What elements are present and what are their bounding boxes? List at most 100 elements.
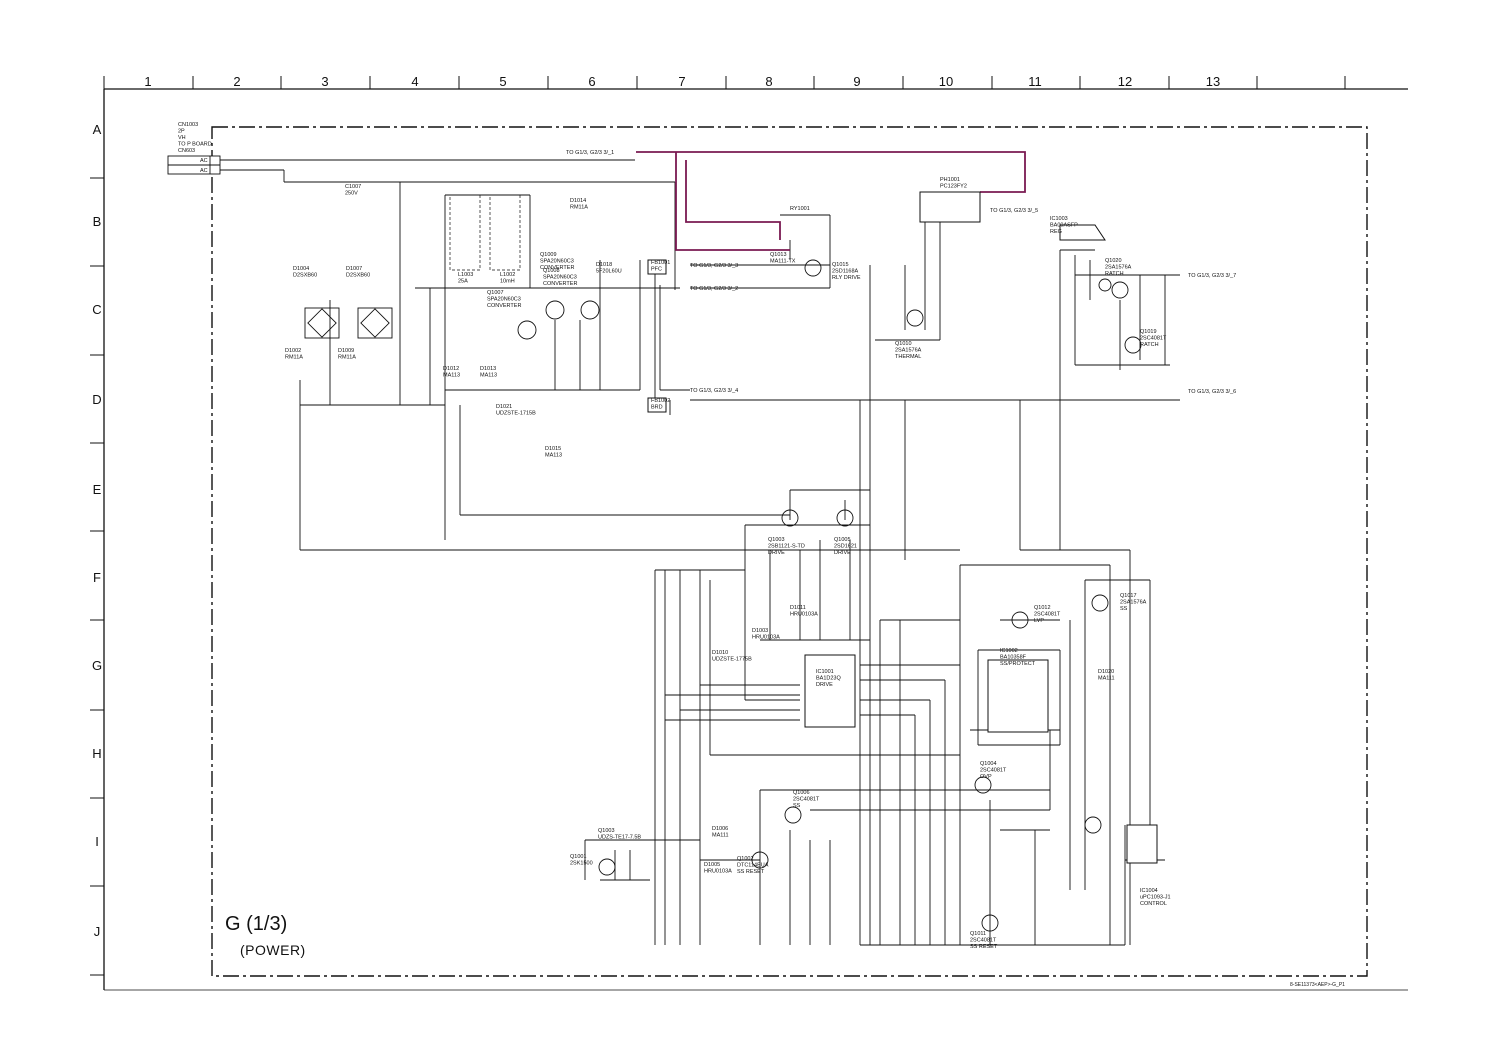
component-label-line: SS [793,803,801,809]
component-label-line: Q1010 [895,341,912,347]
grid-column-label: 8 [765,74,772,89]
grid-column-label: 12 [1118,74,1132,89]
component-label-line: Q1015 [832,262,849,268]
port-label: TO G1/3, G2/3 3/_2 [690,286,738,292]
component-label-line: Q1012 [1034,605,1051,611]
component-label-line: AC [200,158,208,164]
component-label-line: SPA20N60C3 [543,275,577,281]
component-label-line: D2SXB60 [293,273,317,279]
grid-row-label: B [93,214,102,229]
component-label-line: 2P [178,129,185,135]
component-label-line: Q1004 [980,761,997,767]
component-label-line: CONTROL [1140,901,1167,907]
component-label-line: VH [178,135,186,141]
grid-row-label: D [92,392,101,407]
component-label-line: Q1001 [570,854,587,860]
component-label-line: DRIVE [768,550,785,556]
footer-code: 8-SE11373<AEP>-G_P1 [1290,982,1345,988]
component-label-line: 2SB1121-S-TD [768,544,805,550]
component-label-line: 2SA1576A [1120,600,1147,606]
component-label-line: D2SXB60 [346,273,370,279]
component-label-line: Q1003 [598,828,615,834]
port-labels: TO G1/3, G2/3 3/_1 TO G1/3, G2/3 3/_2 TO G… [566,150,1236,395]
component-label-line: IC1002 [1000,648,1018,654]
port-label: TO G1/3, G2/3 3/_1 [566,150,614,156]
component-label-line: 250V [345,191,358,197]
grid-row-label: E [93,482,102,497]
component-label-line: REG [1050,229,1062,235]
component-label-line: SS [1120,606,1128,612]
component-label-line: Q1013 [770,252,787,258]
sheet-title: G (1/3) [225,913,287,935]
grid-column-label: 3 [321,74,328,89]
grid-row-label: F [93,570,101,585]
component-label-line: RY1001 [790,206,810,212]
component-label-line: Q1003 [768,537,785,543]
component-label-line: UDZSTE-1715B [496,411,536,417]
component-label-line: D1015 [545,446,561,452]
component-label-line: MA111 [1098,676,1115,682]
component-label-line: D1009 [338,348,354,354]
component-label-line: 25A [458,279,468,285]
component-label-line: BA1D23Q [816,676,841,682]
grid-column-label: 11 [1028,74,1042,89]
port-label: TO G1/3, G2/3 3/_6 [1188,389,1236,395]
component-label-line: D1006 [712,826,728,832]
component-label-line: 2SC4081T [793,797,820,803]
component-label-line: UDZS-TE17-7.5B [598,835,641,841]
grid-column-label: 10 [939,74,953,89]
component-label-line: BA10358F [1000,655,1027,661]
component-label-line: PC123FY2 [940,184,967,190]
inductors [449,194,521,271]
component-label-line: Q1008 [543,268,560,274]
component-label-line: D1011 [790,605,806,611]
component-label-line: HRU0103A [790,612,818,618]
component-label-line: RLY DRIVE [832,275,861,281]
component-label-line: 2SC4081T [980,768,1007,774]
grid-column-label: 4 [411,74,418,89]
component-label-line: Q1006 [793,790,810,796]
grid-row-label: G [92,658,102,673]
component-label-line: LVP [1034,618,1044,624]
component-label-line: CONVERTER [487,303,521,309]
component-label-line: IC1001 [816,669,834,675]
component-label-line: THERMAL [895,354,921,360]
highlight-trace [636,151,1026,251]
component-label-line: Q1007 [487,290,504,296]
grid-column-label: 1 [144,74,151,89]
transistors [517,259,1142,932]
component-label-line: HRU0103A [704,869,732,875]
component-label-ry1001: RY1001 [790,206,810,212]
component-label-line: DTC114EUA [737,863,769,869]
component-label-line: MA111 [712,833,729,839]
integrated-circuits [647,191,1158,864]
component-label-line: 2SC4081T [1034,612,1061,618]
component-label-line: D1020 [1098,669,1114,675]
component-label-line: IC1004 [1140,888,1158,894]
component-label-line: IC1003 [1050,216,1068,222]
component-label-line: 2SA1576A [1105,265,1132,271]
component-label-line: MA113 [480,373,497,379]
